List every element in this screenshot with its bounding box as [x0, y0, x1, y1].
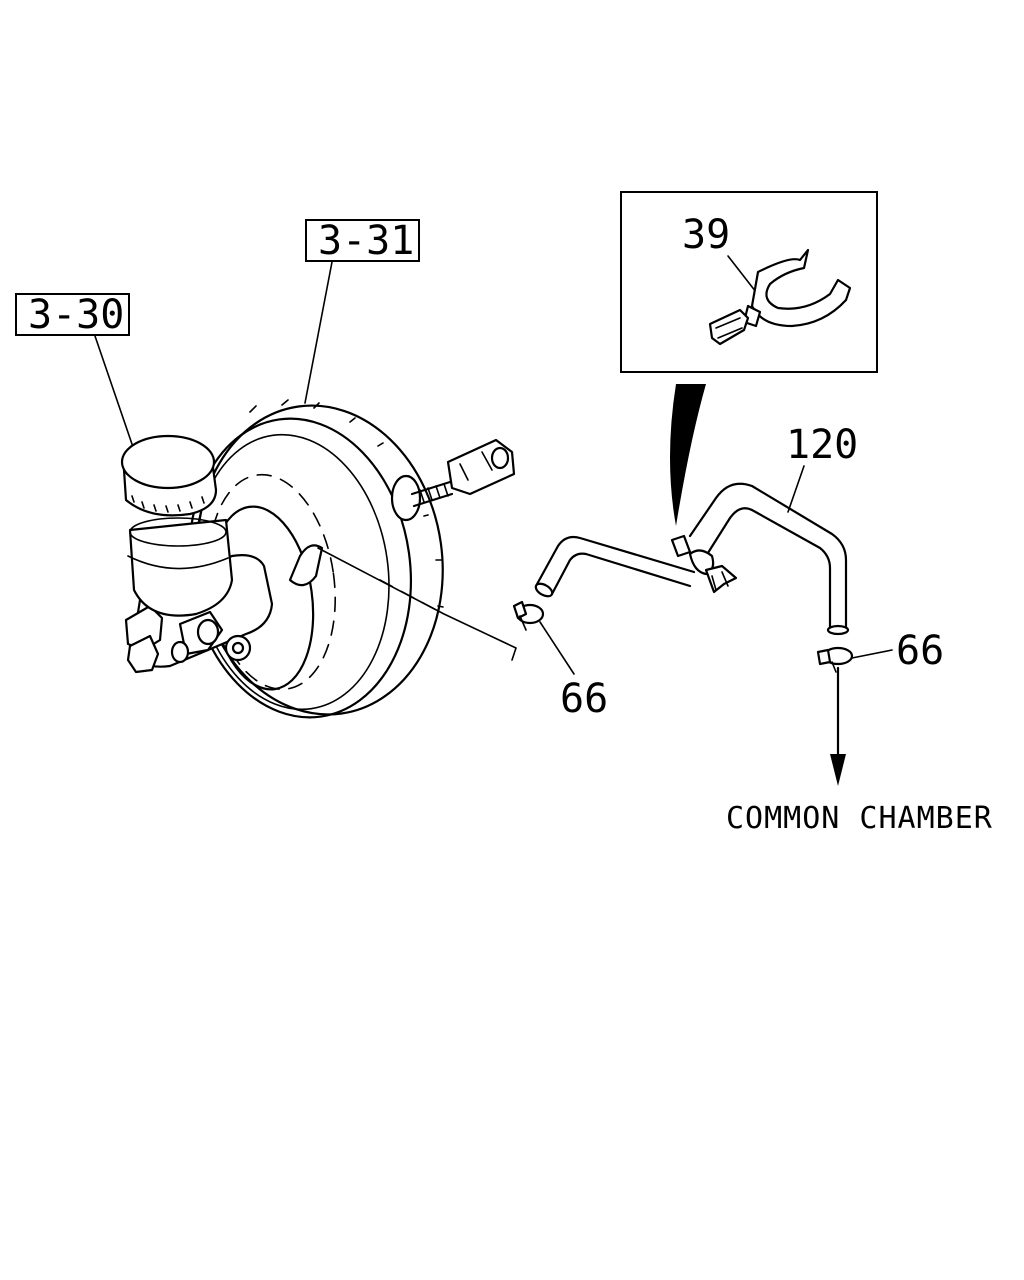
hose-clamp-66-right[interactable] [816, 646, 854, 673]
hidden-connection-line [379, 579, 441, 613]
hose-clamp-66-left[interactable] [512, 600, 545, 631]
detail-inset: 39 [620, 191, 878, 373]
leader-3-30 [94, 335, 134, 448]
ref-box-3-30[interactable]: 3-30 [15, 292, 130, 338]
vacuum-hose-120[interactable] [534, 482, 850, 636]
part-label-66-left: 66 [560, 676, 608, 722]
flow-arrow-head [830, 754, 846, 786]
leader-3-31 [304, 261, 333, 404]
leader-120 [787, 465, 805, 513]
leader-66-right [851, 649, 893, 659]
leader-39 [727, 255, 757, 293]
ref-label-3-30: 3-30 [28, 292, 124, 338]
hose-clip-39[interactable] [708, 248, 852, 346]
part-label-39: 39 [682, 212, 730, 258]
ref-label-3-31: 3-31 [318, 218, 414, 264]
part-label-66-right: 66 [896, 628, 944, 674]
hose-clip-on-hose[interactable] [670, 534, 738, 594]
ref-box-3-31[interactable]: 3-31 [305, 218, 420, 264]
brake-fluid-reservoir [120, 434, 234, 617]
leader-66-left [539, 621, 575, 675]
common-chamber-caption: COMMON CHAMBER [726, 801, 993, 836]
part-label-120: 120 [786, 422, 858, 468]
brake-booster [187, 399, 516, 719]
inset-pointer [670, 384, 706, 526]
